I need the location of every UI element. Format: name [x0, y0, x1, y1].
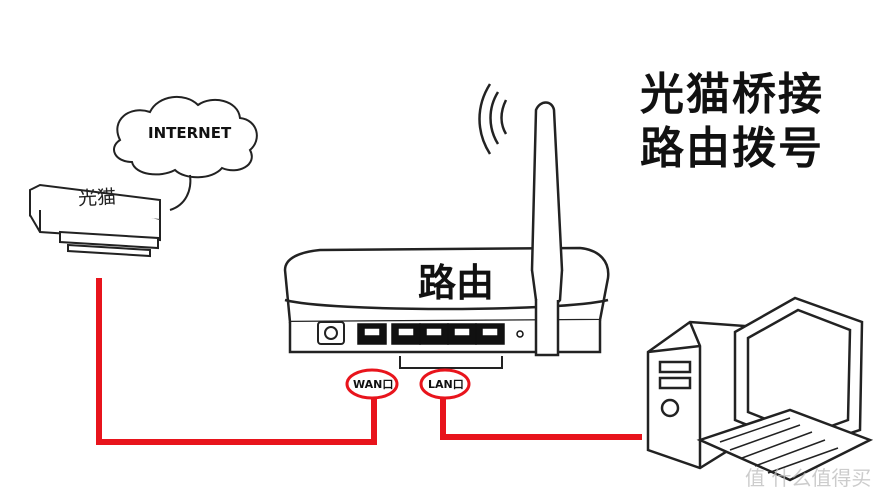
- title-line-2: 路由拨号: [640, 123, 824, 174]
- wan-cable: [96, 278, 377, 445]
- internet-label: INTERNET: [148, 124, 232, 142]
- internet-link-line: [169, 174, 192, 211]
- lan-ports-bracket: [399, 356, 503, 369]
- modem-icon: [29, 183, 161, 258]
- modem-label: 光猫: [77, 186, 117, 210]
- router-label: 路由: [418, 261, 495, 305]
- router-ethernet-ports: [357, 323, 524, 345]
- lan-port-highlight: [419, 368, 471, 400]
- wan-port-highlight: [345, 368, 399, 400]
- internet-cloud-icon: [113, 95, 258, 179]
- antenna-icon: [530, 101, 564, 357]
- computer-icon: [646, 296, 874, 482]
- title-line-1: 光猫桥接: [640, 69, 824, 120]
- lan-cable: [440, 399, 642, 440]
- lan-port-label: LAN口: [428, 378, 464, 391]
- watermark: 值 什么值得买: [745, 466, 872, 490]
- router-power-port: [317, 321, 345, 345]
- wan-port-label: WAN口: [353, 378, 394, 391]
- wifi-signal-icon: [478, 83, 508, 155]
